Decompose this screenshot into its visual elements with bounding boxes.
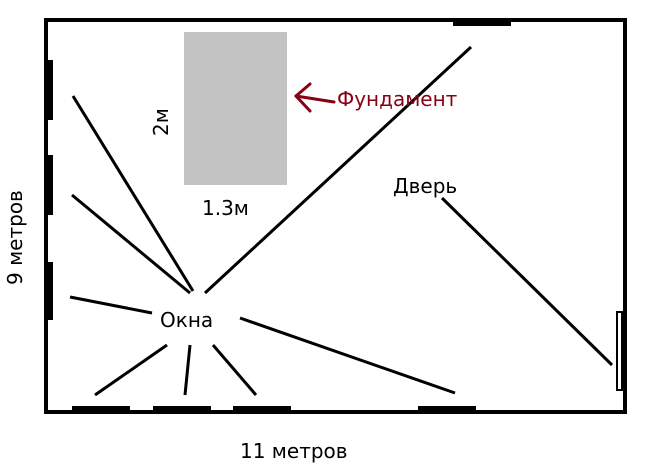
door-pointer-line [440,196,614,367]
window-left-3 [46,262,53,320]
window-bottom-2 [153,406,211,414]
foundation-block [184,32,287,185]
window-pointer-line [94,343,168,397]
window-bottom-4 [418,406,476,414]
foundation-label: Фундамент [337,87,458,111]
window-pointer-line [71,193,191,295]
door [616,311,623,391]
window-left-1 [46,60,53,120]
room-width-label: 11 метров [240,439,348,463]
window-pointer-line [69,295,153,315]
window-pointer-line [183,344,192,396]
window-pointer-line [71,95,195,292]
windows-label: Окна [160,308,213,332]
window-pointer-line [239,316,456,395]
window-bottom-1 [72,406,130,414]
window-pointer-line [203,45,473,295]
foundation-width-label: 1.3м [202,196,249,220]
door-label: Дверь [393,174,457,198]
window-pointer-line [211,344,258,396]
room-height-label: 9 метров [3,190,27,285]
window-left-2 [46,155,53,215]
window-top [453,18,511,26]
foundation-height-label: 2м [149,108,173,136]
windows [46,18,511,414]
room-walls [44,18,627,414]
window-bottom-3 [233,406,291,414]
pointer-lines [69,45,614,397]
foundation-arrow-icon [294,82,336,113]
